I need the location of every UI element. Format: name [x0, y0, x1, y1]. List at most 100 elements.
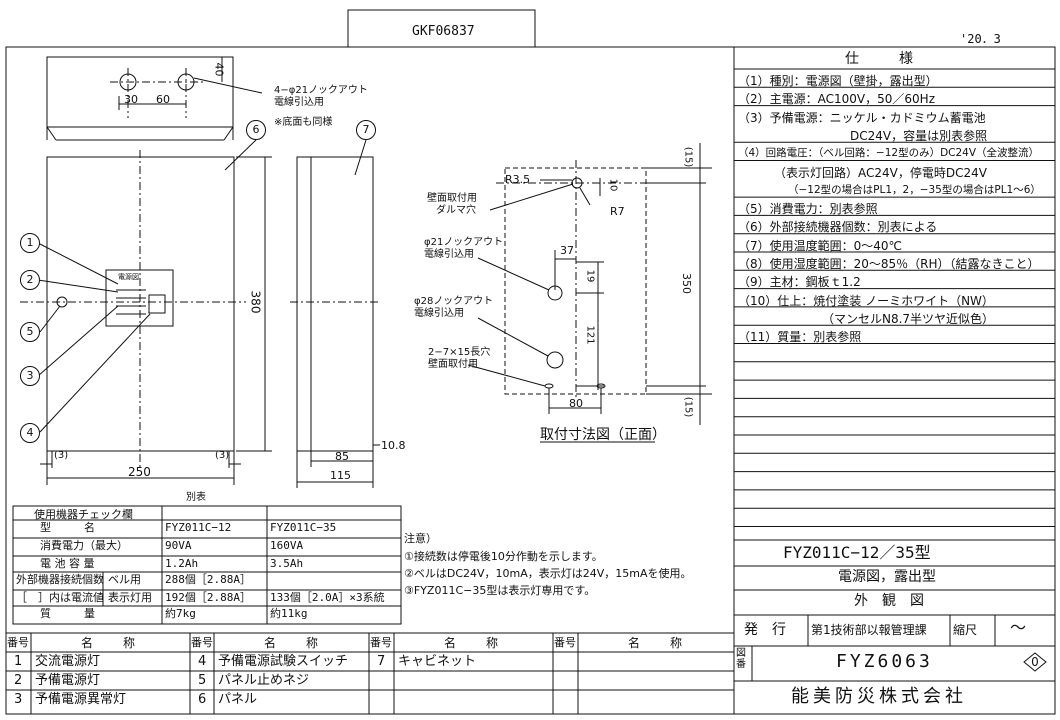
callout-2: 2 [20, 270, 40, 290]
dim-10-8: 10.8 [381, 439, 406, 452]
dim-15-top: (15) [682, 146, 694, 168]
dim-15-bottom: (15) [682, 396, 694, 418]
table-a-1: FYZ011C−12 [165, 521, 232, 534]
callout-6: 6 [246, 120, 266, 140]
spec-line-11: （8）使用湿度範囲：20〜85％（RH）（結露なきこと） [738, 257, 1040, 271]
table-b-6: 約11kg [270, 607, 308, 620]
bottom-note: ※底面も同様 [274, 117, 333, 128]
issue-dept: 第1技術部以報管理課 [811, 623, 927, 637]
note-hook-2: ダルマ穴 [436, 205, 476, 216]
parts-header-name-1: 名 称 [81, 636, 138, 650]
table-label-4: 外部機器接続個数 [16, 573, 104, 586]
header-code-box [347, 9, 536, 48]
part-no-7: 7 [377, 654, 386, 669]
part-no-5: 5 [198, 673, 207, 688]
table-a-4: 288個［2.88A］ [165, 573, 251, 586]
table-label-3: 電 池 容 量 [40, 557, 95, 570]
part-no-1: 1 [14, 654, 23, 669]
part-no-3: 3 [14, 692, 23, 707]
drawing-number: FYZ6063 [836, 651, 933, 672]
panel-title: 電源図 [118, 273, 139, 281]
spec-line-9: （6）外部接続機器個数：別表による [738, 220, 938, 235]
note-line-3: ③FYZ011C−35型は表示灯専用です。 [404, 584, 596, 597]
table-sub-4: ベル用 [108, 573, 141, 586]
table-sub-5: 表示灯用 [108, 591, 152, 604]
notes-title: 注意） [404, 532, 437, 545]
dim-10: 10 [607, 178, 619, 192]
note-ko21: φ21ノックアウト [424, 237, 504, 248]
dim-80: 80 [569, 397, 583, 410]
note-slot-2: 壁面取付用 [428, 359, 478, 370]
dim-3-right: (3) [215, 450, 230, 461]
title-kind: 外 観 図 [854, 593, 924, 609]
spec-line-2: （2）主電源：AC100V，50／60Hz [738, 92, 935, 107]
table-b-3: 3.5Ah [270, 557, 304, 570]
part-name-4: 予備電源試験スイッチ [218, 654, 349, 669]
title-product: 電源図，露出型 [838, 569, 936, 585]
table-a-6: 約7kg [165, 607, 196, 620]
spec-line-12: （9）主材：鋼板ｔ1.2 [738, 275, 861, 290]
parts-header-no-1: 番号 [7, 636, 29, 649]
callout-4: 4 [20, 423, 40, 443]
spec-line-10: （7）使用温度範囲：0〜40℃ [738, 238, 903, 253]
parts-header-name-4: 名 称 [628, 636, 685, 650]
part-name-6: パネル [218, 692, 258, 707]
dim-r35: R3.5 [505, 173, 531, 186]
title-block [733, 539, 1056, 715]
table-a-2: 90VA [165, 539, 192, 552]
table-a-5: 192個［2.88A］ [165, 591, 251, 604]
dim-250: 250 [128, 465, 151, 479]
knockout-note-2: 電線引込用 [274, 97, 324, 108]
spec-title: 仕 様 [845, 51, 917, 67]
table-b-1: FYZ011C−35 [270, 521, 337, 534]
table-label-1: 型 名 [40, 521, 95, 534]
part-name-2: 予備電源灯 [35, 673, 101, 688]
dim-350: 350 [680, 273, 693, 294]
dim-115: 115 [330, 469, 351, 482]
note-ko21-2: 電線引込用 [424, 249, 474, 260]
dim-r7: R7 [610, 205, 625, 218]
part-no-6: 6 [198, 692, 207, 707]
drawing-code: GKF06837 [412, 24, 475, 39]
revision-diamond-icon [1023, 652, 1047, 672]
note-ko28-2: 電線引込用 [414, 308, 464, 319]
title-model: FYZ011C−12／35型 [783, 543, 931, 562]
issue-label: 発 行 [744, 622, 786, 638]
side-view-panel [296, 156, 312, 452]
parts-header-name-3: 名 称 [444, 636, 501, 650]
note-ko28: φ28ノックアウト [414, 296, 494, 307]
knockout-note: 4−φ21ノックアウト [274, 85, 368, 96]
dim-3-left: (3) [54, 450, 69, 461]
revision-number: 0 [1031, 655, 1039, 669]
spec-line-3: （3）予備電源：ニッケル・カドミウム蓄電池 [738, 110, 986, 125]
revision-date: '20．3 [960, 32, 1001, 46]
table-title: 使用機器チェック欄 [34, 508, 133, 521]
note-hook: 壁面取付用 [427, 193, 477, 204]
note-line-1: ①接続数は停電後10分作動を示します。 [404, 550, 603, 563]
part-name-7: キャビネット [398, 654, 477, 669]
scale-label: 縮尺 [953, 623, 978, 637]
scale-value: 〜 [1010, 618, 1027, 637]
spec-line-7: （−12型の場合はPL1，2，−35型の場合はPL1〜6） [788, 183, 1041, 196]
spec-line-15: （11）質量：別表参照 [738, 330, 862, 345]
table-a-3: 1.2Ah [165, 557, 199, 570]
dim-40: 40 [212, 62, 226, 77]
table-label-2: 消費電力（最大） [40, 539, 128, 552]
dim-85: 85 [335, 450, 349, 463]
dim-19: 19 [584, 269, 596, 283]
spec-line-13: （10）仕上：焼付塗装 ノーミホワイト（NW） [738, 293, 994, 308]
part-no-4: 4 [198, 654, 207, 669]
parts-header-no-4: 番号 [554, 636, 576, 649]
table-label-5: ［ ］内は電流値 [16, 591, 104, 604]
side-view-cabinet [310, 156, 374, 452]
dim-37: 37 [560, 244, 574, 257]
spec-line-4: DC24V，容量は別表参照 [850, 128, 988, 143]
part-no-2: 2 [14, 673, 23, 688]
note-line-2: ②ベルはDC24V，10mA，表示灯は24V，15mAを使用。 [404, 567, 692, 580]
revision-mark: 0 [1023, 652, 1047, 674]
company-name: 能美防災株式会社 [791, 686, 967, 707]
spec-table [12, 505, 402, 625]
dim-60: 60 [156, 93, 170, 106]
